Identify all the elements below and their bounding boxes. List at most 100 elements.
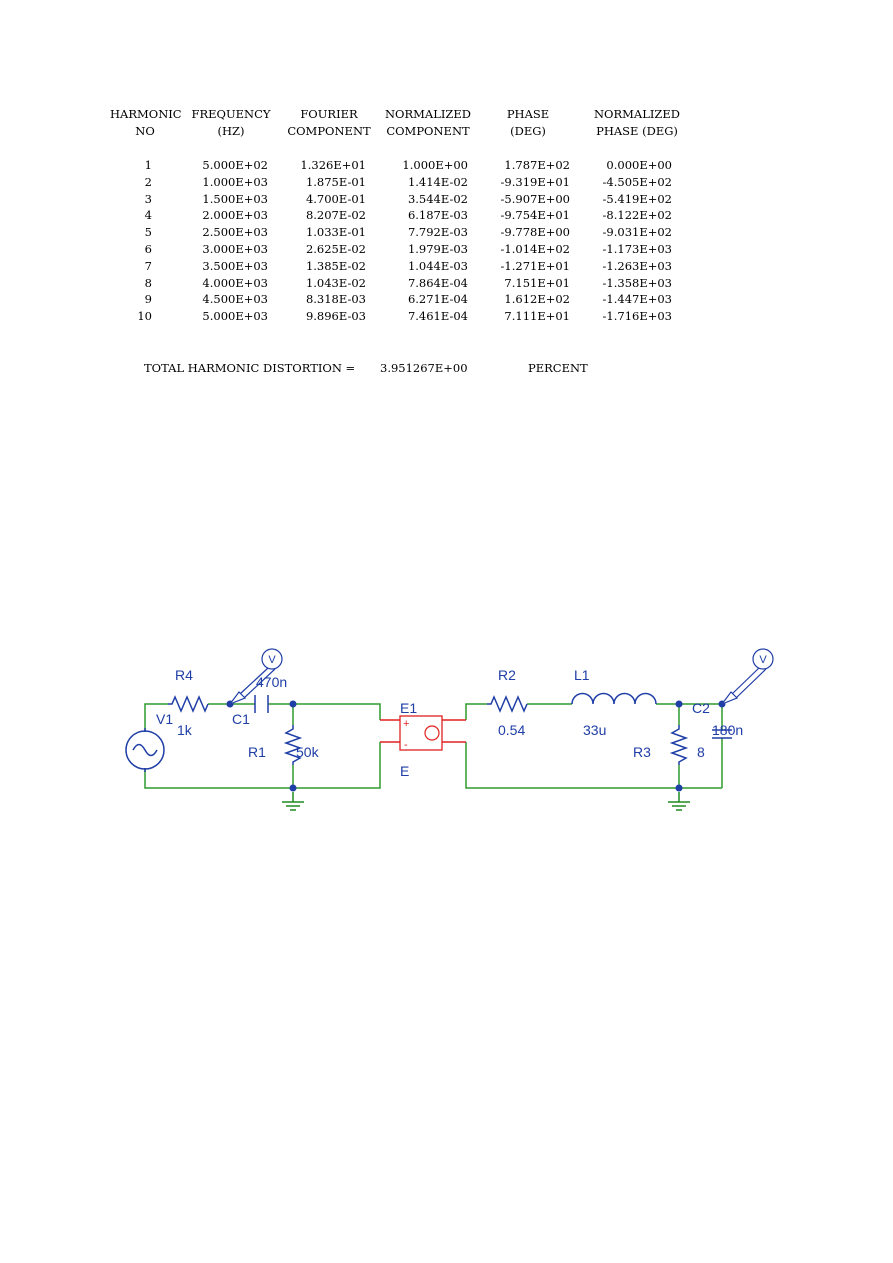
- c2-name: C2: [692, 700, 710, 716]
- voltage-probe-icon-left-lead-2: [243, 668, 276, 699]
- cell-harmonic-no: 1: [144, 158, 152, 172]
- r4-value: 1k: [177, 722, 193, 738]
- node-r3-bottom: [675, 784, 683, 792]
- r2-name: R2: [498, 667, 516, 683]
- header-fourier-line2: COMPONENT: [287, 124, 371, 138]
- cell-fourier-component: 1.326E+01: [300, 158, 366, 172]
- r2-value: 0.54: [498, 722, 525, 738]
- voltage-probe-icon-right-lead-1: [731, 667, 760, 695]
- cell-fourier-component: 4.700E-01: [305, 191, 366, 206]
- cell-harmonic-no: 6: [144, 242, 152, 256]
- voltage-probe-icon-left-circle: [261, 648, 283, 670]
- wires: [144, 703, 723, 789]
- v1-sine-icon: [132, 743, 158, 757]
- wire-bottom-left: [144, 742, 381, 789]
- r3-name: R3: [633, 744, 651, 760]
- cell-fourier-component: 9.896E-03: [305, 309, 366, 324]
- r4-resistor: [168, 695, 209, 713]
- cell-normalized-component: 7.461E-04: [407, 309, 468, 324]
- cell-frequency: 4.500E+03: [202, 292, 268, 307]
- cell-frequency: 5.000E+02: [202, 158, 268, 172]
- c1-value: 470n: [256, 674, 287, 690]
- c1-name: C1: [232, 711, 250, 727]
- cell-normalized-phase: -1.447E+03: [602, 292, 672, 307]
- e1-body: [399, 715, 443, 751]
- cell-normalized-phase: -1.263E+03: [602, 258, 672, 273]
- cell-normalized-phase: -9.031E+02: [602, 225, 672, 240]
- l1-name: L1: [574, 667, 590, 683]
- node-r1-top: [289, 700, 297, 708]
- e1-minus-sign: -: [404, 739, 408, 751]
- cell-normalized-component: 1.414E-02: [407, 174, 468, 189]
- node-r3-top: [675, 700, 683, 708]
- cell-normalized-component: 1.979E-03: [407, 242, 468, 256]
- v1-name: V1: [156, 711, 173, 727]
- header-frequency-line1: FREQUENCY: [191, 107, 271, 121]
- c2-value: 180n: [712, 722, 743, 738]
- cell-normalized-phase: -1.173E+03: [602, 242, 672, 256]
- cell-harmonic-no: 9: [144, 292, 152, 307]
- thd-unit: PERCENT: [528, 361, 588, 375]
- ground-left-icon: [282, 792, 304, 811]
- cell-fourier-component: 1.875E-01: [305, 174, 366, 189]
- wire-bottom-right: [465, 742, 722, 789]
- cell-normalized-phase: -8.122E+02: [602, 208, 672, 223]
- fourier-analysis-output: HARMONIC NO FREQUENCY (HZ) FOURIER COMPO…: [0, 0, 893, 400]
- voltage-probe-icon-left-label: V: [268, 654, 276, 666]
- cell-phase: 1.612E+02: [504, 292, 570, 307]
- r4-name: R4: [175, 667, 193, 683]
- voltage-probe-icon-right-label: V: [759, 654, 767, 666]
- header-fourier-line1: FOURIER: [300, 107, 358, 121]
- thd-value: 3.951267E+00: [380, 361, 468, 375]
- e1-plus-sign: +: [403, 718, 409, 730]
- cell-normalized-component: 6.271E-04: [407, 292, 468, 307]
- cell-fourier-component: 1.033E-01: [305, 225, 366, 240]
- voltage-probe-icon-left: V: [228, 648, 283, 706]
- cell-normalized-phase: -5.419E+02: [602, 191, 672, 206]
- voltage-probe-icon-left-tip: [228, 691, 247, 706]
- ground-right-icon: [668, 792, 690, 811]
- e1-type: E: [400, 763, 409, 779]
- cell-normalized-component: 3.544E-02: [407, 191, 468, 206]
- header-norm-phase-line1: NORMALIZED: [593, 107, 680, 121]
- components: + - V V: [125, 648, 774, 811]
- cell-frequency: 1.500E+03: [202, 191, 268, 206]
- cell-phase: -1.271E+01: [500, 258, 570, 273]
- header-normalized-line2: COMPONENT: [386, 124, 470, 138]
- cell-normalized-phase: 0.000E+00: [606, 158, 672, 172]
- cell-normalized-component: 7.792E-03: [407, 225, 468, 240]
- cell-frequency: 5.000E+03: [202, 309, 268, 324]
- cell-phase: 7.111E+01: [504, 309, 570, 324]
- header-frequency-line2: (HZ): [217, 124, 245, 138]
- cell-harmonic-no: 8: [144, 275, 152, 290]
- voltage-probe-icon-right: V: [720, 648, 774, 706]
- cell-harmonic-no: 4: [144, 208, 152, 223]
- header-normalized-line1: NORMALIZED: [384, 107, 471, 121]
- header-harmonic-line2: NO: [135, 124, 155, 138]
- cell-frequency: 1.000E+03: [202, 174, 268, 189]
- cell-fourier-component: 2.625E-02: [305, 242, 366, 256]
- cell-phase: -9.754E+01: [500, 208, 570, 223]
- cell-harmonic-no: 2: [144, 174, 152, 189]
- wire-e1-to-r2: [465, 703, 487, 720]
- cell-harmonic-no: 5: [144, 225, 152, 240]
- wire-c1-to-e1: [268, 703, 381, 720]
- cell-normalized-component: 1.000E+00: [402, 158, 468, 172]
- cell-normalized-phase: -4.505E+02: [602, 174, 672, 189]
- cell-normalized-component: 6.187E-03: [407, 208, 468, 223]
- cell-normalized-phase: -1.358E+03: [602, 275, 672, 290]
- r1-value: 50k: [296, 744, 320, 760]
- l1-inductor: [571, 692, 657, 705]
- cell-frequency: 2.000E+03: [202, 208, 268, 223]
- cell-fourier-component: 8.207E-02: [305, 208, 366, 223]
- r1-resistor: [283, 725, 303, 765]
- cell-fourier-component: 1.043E-02: [305, 275, 366, 290]
- r3-value: 8: [697, 744, 705, 760]
- header-phase-line1: PHASE: [506, 107, 550, 121]
- cell-harmonic-no: 7: [144, 258, 152, 273]
- cell-normalized-component: 7.864E-04: [407, 275, 468, 290]
- cell-frequency: 2.500E+03: [202, 225, 268, 240]
- cell-fourier-component: 8.318E-03: [305, 292, 366, 307]
- voltage-probe-icon-right-lead-2: [735, 668, 767, 699]
